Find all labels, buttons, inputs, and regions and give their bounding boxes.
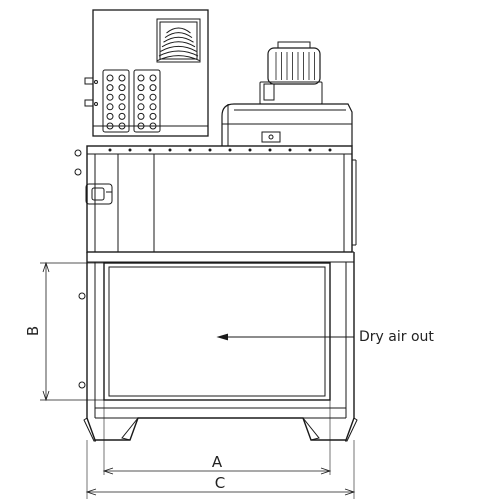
bolt bbox=[128, 148, 132, 152]
terminal-icon bbox=[106, 74, 114, 82]
terminal-icon bbox=[149, 103, 157, 111]
grille-slat bbox=[160, 45, 197, 52]
terminal-icon bbox=[118, 103, 126, 111]
terminal-icon bbox=[118, 74, 126, 82]
grille-slat bbox=[158, 50, 199, 57]
terminal-strip-left bbox=[102, 69, 130, 133]
dimension-a bbox=[102, 400, 332, 475]
grille-slat bbox=[157, 55, 200, 62]
terminal-icon bbox=[106, 122, 114, 130]
terminal-icon bbox=[118, 84, 126, 92]
bolt bbox=[208, 148, 212, 152]
fan-grille-icon bbox=[156, 18, 201, 63]
bolt bbox=[148, 148, 152, 152]
grille-slat bbox=[163, 36, 194, 43]
terminal-icon bbox=[137, 103, 145, 111]
dimension-a-label: A bbox=[212, 453, 223, 471]
bolt bbox=[328, 148, 332, 152]
dry-air-out-arrow bbox=[216, 333, 354, 341]
door-latch-icon[interactable] bbox=[85, 183, 113, 205]
upper-chamber bbox=[74, 145, 357, 253]
terminal-icon bbox=[118, 112, 126, 120]
terminal-icon bbox=[149, 84, 157, 92]
terminal-icon bbox=[137, 112, 145, 120]
air-outlet-panel bbox=[103, 262, 331, 401]
terminal-icon bbox=[149, 122, 157, 130]
bolt bbox=[308, 148, 312, 152]
bolt bbox=[268, 148, 272, 152]
grille-slat bbox=[166, 27, 191, 34]
dimension-c-label: C bbox=[215, 474, 225, 492]
blower-motor bbox=[221, 41, 353, 146]
bolt bbox=[108, 148, 112, 152]
terminal-strip-right bbox=[133, 69, 161, 133]
lower-frame bbox=[78, 251, 358, 442]
terminal-icon bbox=[106, 112, 114, 120]
terminal-icon bbox=[137, 74, 145, 82]
terminal-icon bbox=[106, 103, 114, 111]
terminal-icon bbox=[137, 84, 145, 92]
grille-slat bbox=[164, 32, 193, 39]
terminal-icon bbox=[137, 122, 145, 130]
terminal-icon bbox=[106, 84, 114, 92]
control-cabinet bbox=[84, 9, 209, 137]
terminal-icon bbox=[118, 122, 126, 130]
terminal-icon bbox=[149, 112, 157, 120]
dimension-b-label: B bbox=[24, 326, 42, 336]
grille-slat bbox=[161, 41, 196, 48]
dry-air-out-label: Dry air out bbox=[359, 329, 434, 345]
bolt bbox=[248, 148, 252, 152]
bolt bbox=[168, 148, 172, 152]
terminal-icon bbox=[137, 93, 145, 101]
terminal-icon bbox=[118, 93, 126, 101]
terminal-icon bbox=[149, 93, 157, 101]
bolt bbox=[188, 148, 192, 152]
terminal-icon bbox=[106, 93, 114, 101]
bolt bbox=[228, 148, 232, 152]
dimension-c bbox=[85, 440, 356, 499]
terminal-icon bbox=[149, 74, 157, 82]
bolt bbox=[288, 148, 292, 152]
dimension-b bbox=[40, 261, 104, 402]
